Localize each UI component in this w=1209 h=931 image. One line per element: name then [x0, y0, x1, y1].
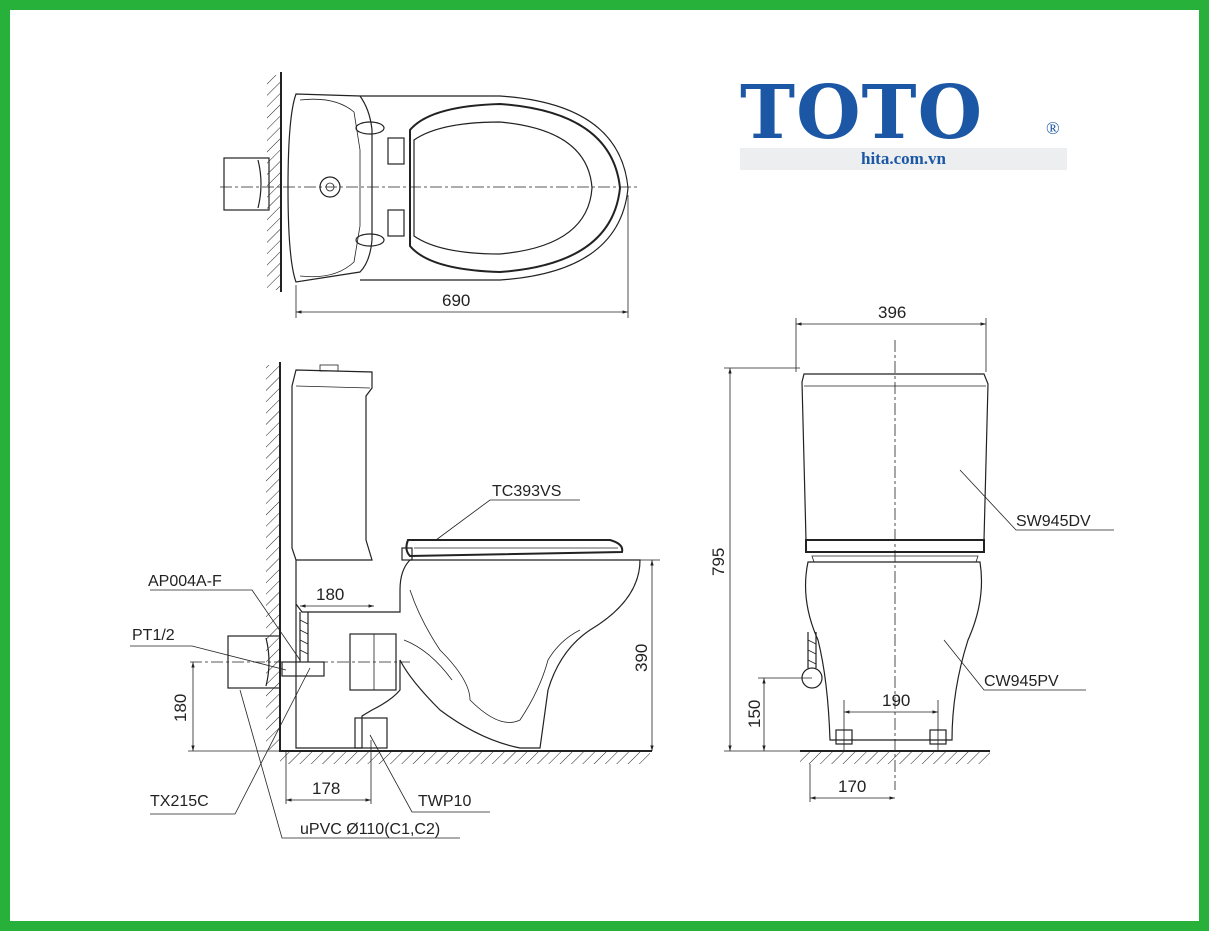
label-angle-valve: AP004A-F: [148, 573, 222, 590]
floor-hatch-front: [800, 752, 990, 764]
angle-valve-side: [281, 661, 325, 677]
wall-hatch-side: [266, 365, 280, 750]
dim-supply-offset: 180: [316, 585, 344, 604]
registered-mark: ®: [1046, 118, 1060, 138]
label-flex-hose: TX215C: [150, 793, 209, 810]
label-seat: TC393VS: [492, 483, 561, 500]
dim-front-width: 396: [878, 303, 906, 322]
dim-top-view-length: 690: [442, 291, 470, 310]
seat-side: [405, 539, 624, 558]
dim-bowl-height: 390: [632, 644, 651, 672]
tank-side: [291, 369, 373, 561]
seat-front: [805, 539, 985, 553]
top-view: 690: [220, 72, 640, 318]
website-caption: hita.com.vn: [740, 148, 1067, 170]
label-bowl: CW945PV: [984, 673, 1059, 690]
bowl-side: [295, 559, 641, 749]
dim-supply-height-side: 180: [171, 694, 190, 722]
bowl-front: [804, 561, 983, 741]
dim-outlet-distance: 178: [312, 779, 340, 798]
dim-outlet-width-front: 170: [838, 777, 866, 796]
bowl-outline-top: [360, 95, 629, 281]
dim-total-height: 795: [709, 548, 728, 576]
seat-outline-top: [409, 102, 622, 274]
toto-logo: TOTO ® hita.com.vn: [740, 70, 1070, 174]
floor-hatch-side: [280, 752, 650, 764]
label-flange: TWP10: [418, 793, 471, 810]
hinge-top-1: [387, 137, 405, 165]
wall-hatch-top: [267, 75, 281, 290]
dim-bolt-spacing: 190: [882, 691, 910, 710]
label-tank: SW945DV: [1016, 513, 1091, 530]
dim-supply-height-front: 150: [745, 700, 764, 728]
tank-outline-top: [287, 93, 373, 283]
hose-side: [299, 612, 309, 662]
label-drain-pipe: uPVC Ø110(C1,C2): [300, 821, 440, 838]
supply-pipe-top: [223, 157, 270, 211]
logo-wordmark: TOTO: [740, 70, 984, 156]
seat-opening-top: [413, 121, 593, 255]
label-thread: PT1/2: [132, 627, 175, 644]
hinge-top-2: [387, 209, 405, 237]
side-view: 180 180 390 178 TC393VS AP004A-F PT1/2 T…: [130, 362, 660, 839]
front-view: 396 795 150 190 170 SW945DV CW945PV: [709, 303, 1114, 802]
